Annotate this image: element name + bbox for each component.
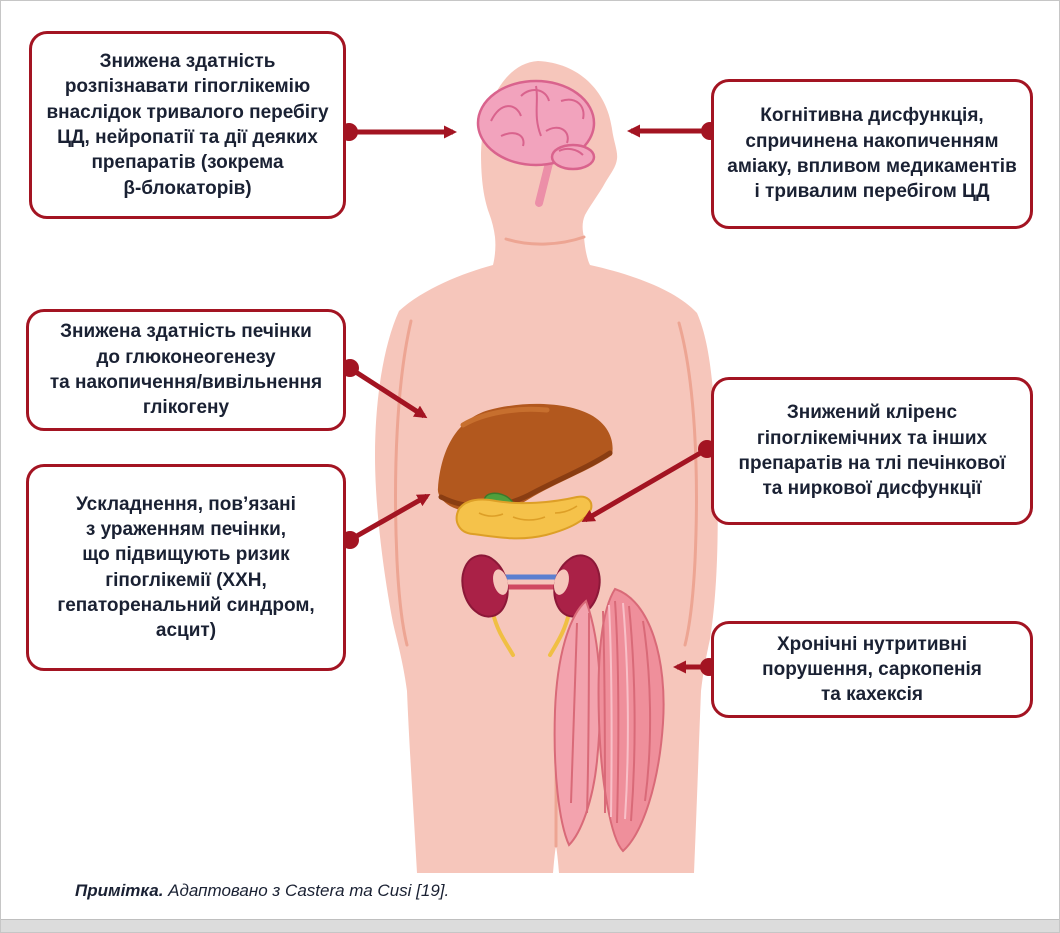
liver-illustration [437,403,613,514]
callout-arrows [340,122,719,676]
body-silhouette [375,61,718,873]
arrow-liver-lower [341,493,431,549]
callout-hypoglycemia-recognition: Знижена здатність розпізнавати гіпогліке… [29,31,346,219]
callout-cognitive-dysfunction: Когнітивна дисфункція, спричинена накопи… [711,79,1033,229]
callout-liver-gluconeogenesis: Знижена здатність печінки до глюконеоген… [26,309,346,431]
callout-text: Знижена здатність розпізнавати гіпогліке… [46,51,329,199]
callout-nutrition-sarcopenia: Хронічні нутритивні порушення, саркопені… [711,621,1033,718]
callout-drug-clearance: Знижений кліренс гіпоглікемічних та інши… [711,377,1033,525]
callout-text: Хронічні нутритивні порушення, саркопені… [762,633,982,706]
note-label: Примітка. [75,881,164,900]
kidneys-illustration [461,554,601,657]
brain-illustration [476,79,596,207]
arrow-brain-right [627,122,719,140]
callout-text: Когнітивна дисфункція, спричинена накопи… [727,105,1017,203]
thigh-muscle-illustration [553,587,665,853]
note-text: Адаптовано з Castera та Cusi [19]. [163,881,450,900]
arrow-brain-left [340,123,457,141]
callout-liver-complications: Ускладнення, пов’язані з ураженням печін… [26,464,346,671]
arrow-liver-upper [341,359,428,419]
callout-text: Знижена здатність печінки до глюконеоген… [49,321,323,419]
pancreas-illustration [455,495,593,540]
figure-note: Примітка. Адаптовано з Castera та Cusi [… [75,881,449,901]
callout-text: Ускладнення, пов’язані з ураженням печін… [57,493,315,642]
callout-text: Знижений кліренс гіпоглікемічних та інши… [738,402,1006,500]
gallbladder-illustration [483,492,515,514]
arrow-pancreas-kidneys [581,440,716,523]
page-bottom-edge [1,919,1059,932]
